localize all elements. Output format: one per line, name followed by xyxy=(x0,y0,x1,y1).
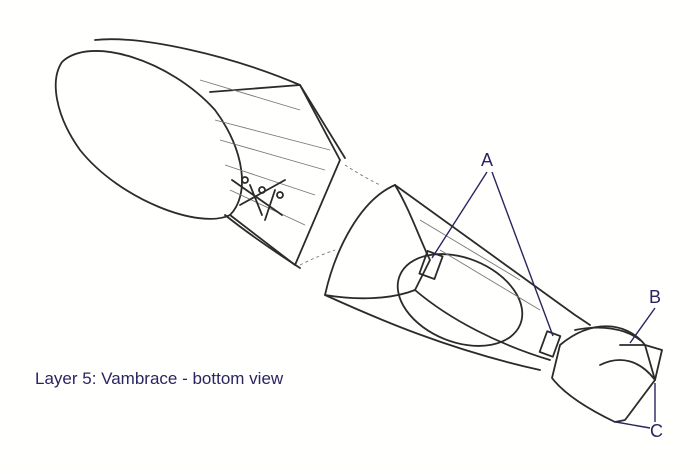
upper-arm-cuff xyxy=(54,38,381,269)
hand-guard xyxy=(551,325,663,423)
diagram-caption: Layer 5: Vambrace - bottom view xyxy=(35,369,284,388)
forearm-vambrace xyxy=(324,184,591,371)
label-b: B xyxy=(649,287,662,307)
label-a: A xyxy=(481,150,494,170)
label-c: C xyxy=(650,421,663,441)
leader-lines xyxy=(431,171,656,429)
